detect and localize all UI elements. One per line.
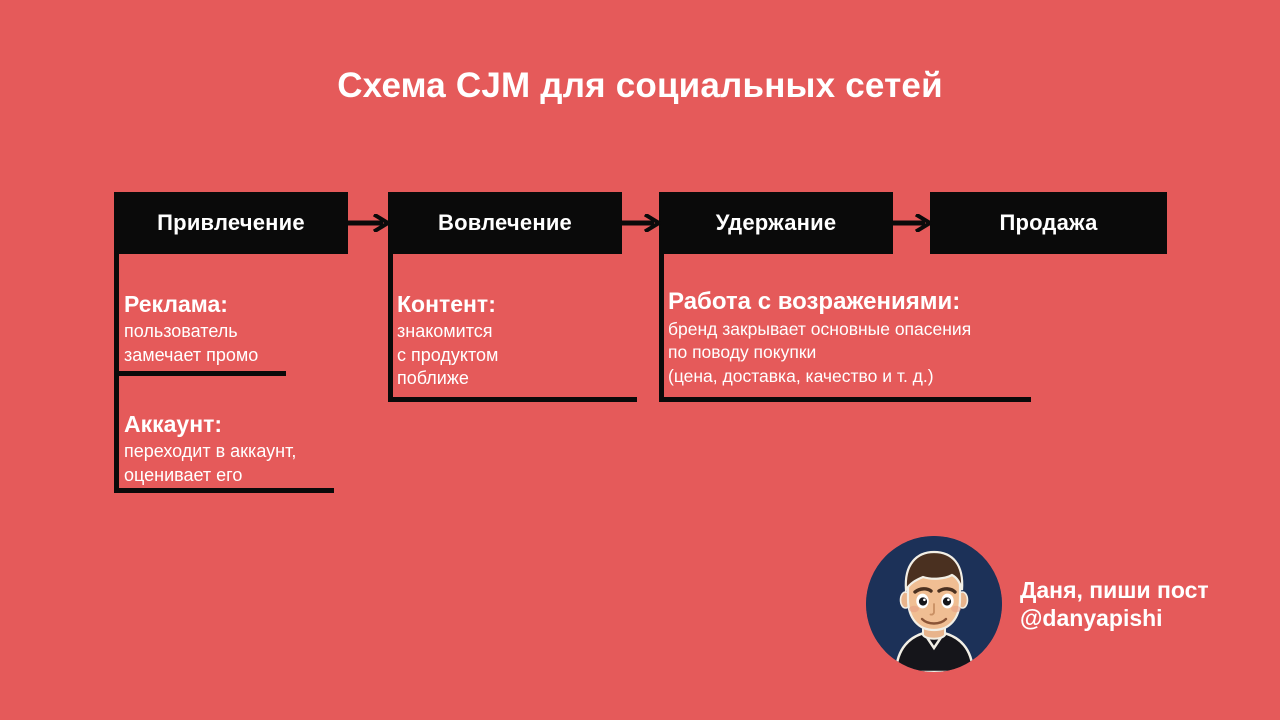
stage-label: Продажа [999, 210, 1098, 235]
detail-line: по поводу покупки [668, 342, 817, 363]
detail-block-objections: Работа с возражениями: бренд закрывает о… [668, 288, 971, 388]
detail-title: Контент: [397, 291, 496, 317]
stage-label: Удержание [715, 210, 837, 235]
avatar [866, 536, 1002, 672]
detail-line: замечает промо [124, 344, 259, 365]
divider-line [659, 397, 1031, 402]
detail-line: оценивает его [124, 464, 243, 485]
stage-label: Привлечение [157, 210, 305, 235]
detail-title: Реклама: [124, 291, 228, 317]
detail-line: с продуктом [397, 344, 499, 365]
signature-name: Даня, пиши пост [1020, 576, 1209, 603]
page-title: Схема CJM для социальных сетей [337, 66, 943, 105]
detail-title: Работа с возражениями: [668, 288, 961, 315]
signature-text: Даня, пиши пост @danyapishi [1020, 576, 1209, 632]
stage-box-sale[interactable]: Продажа [930, 192, 1167, 254]
signature-block: Даня, пиши пост @danyapishi [866, 536, 1209, 672]
divider-line [114, 488, 334, 493]
bracket-rail-retention [659, 253, 664, 401]
detail-line: переходит в аккаунт, [124, 441, 297, 462]
detail-line: пользователь [124, 321, 238, 342]
divider-line [388, 397, 637, 402]
avatar-portrait-icon [866, 536, 1002, 672]
detail-block-advertising: Реклама: пользователь замечает промо [124, 291, 258, 367]
detail-block-content: Контент: знакомится с продуктом поближе [397, 291, 498, 390]
signature-handle[interactable]: @danyapishi [1020, 605, 1163, 631]
stage-box-retention[interactable]: Удержание [659, 192, 893, 254]
detail-title: Аккаунт: [124, 411, 223, 437]
detail-line: (цена, доставка, качество и т. д.) [668, 365, 934, 386]
arrow-right-icon [620, 214, 662, 232]
detail-line: знакомится [397, 321, 493, 342]
divider-line [114, 371, 286, 376]
detail-line: бренд закрывает основные опасения [668, 319, 972, 340]
stage-label: Вовлечение [438, 210, 572, 235]
arrow-right-icon [347, 214, 391, 232]
detail-block-account: Аккаунт: переходит в аккаунт, оценивает … [124, 411, 296, 487]
stage-box-engagement[interactable]: Вовлечение [388, 192, 622, 254]
detail-line: поближе [397, 367, 469, 388]
arrow-right-icon [891, 214, 933, 232]
stage-box-attraction[interactable]: Привлечение [114, 192, 348, 254]
bracket-rail-engagement [388, 253, 393, 401]
